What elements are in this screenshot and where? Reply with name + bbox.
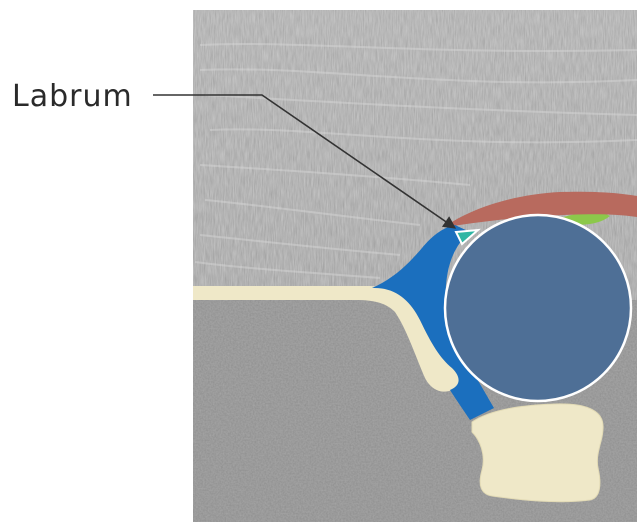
humeral-bone-shape bbox=[472, 404, 603, 502]
humeral-head-shape bbox=[445, 215, 631, 401]
labrum-label: Labrum bbox=[12, 79, 133, 114]
